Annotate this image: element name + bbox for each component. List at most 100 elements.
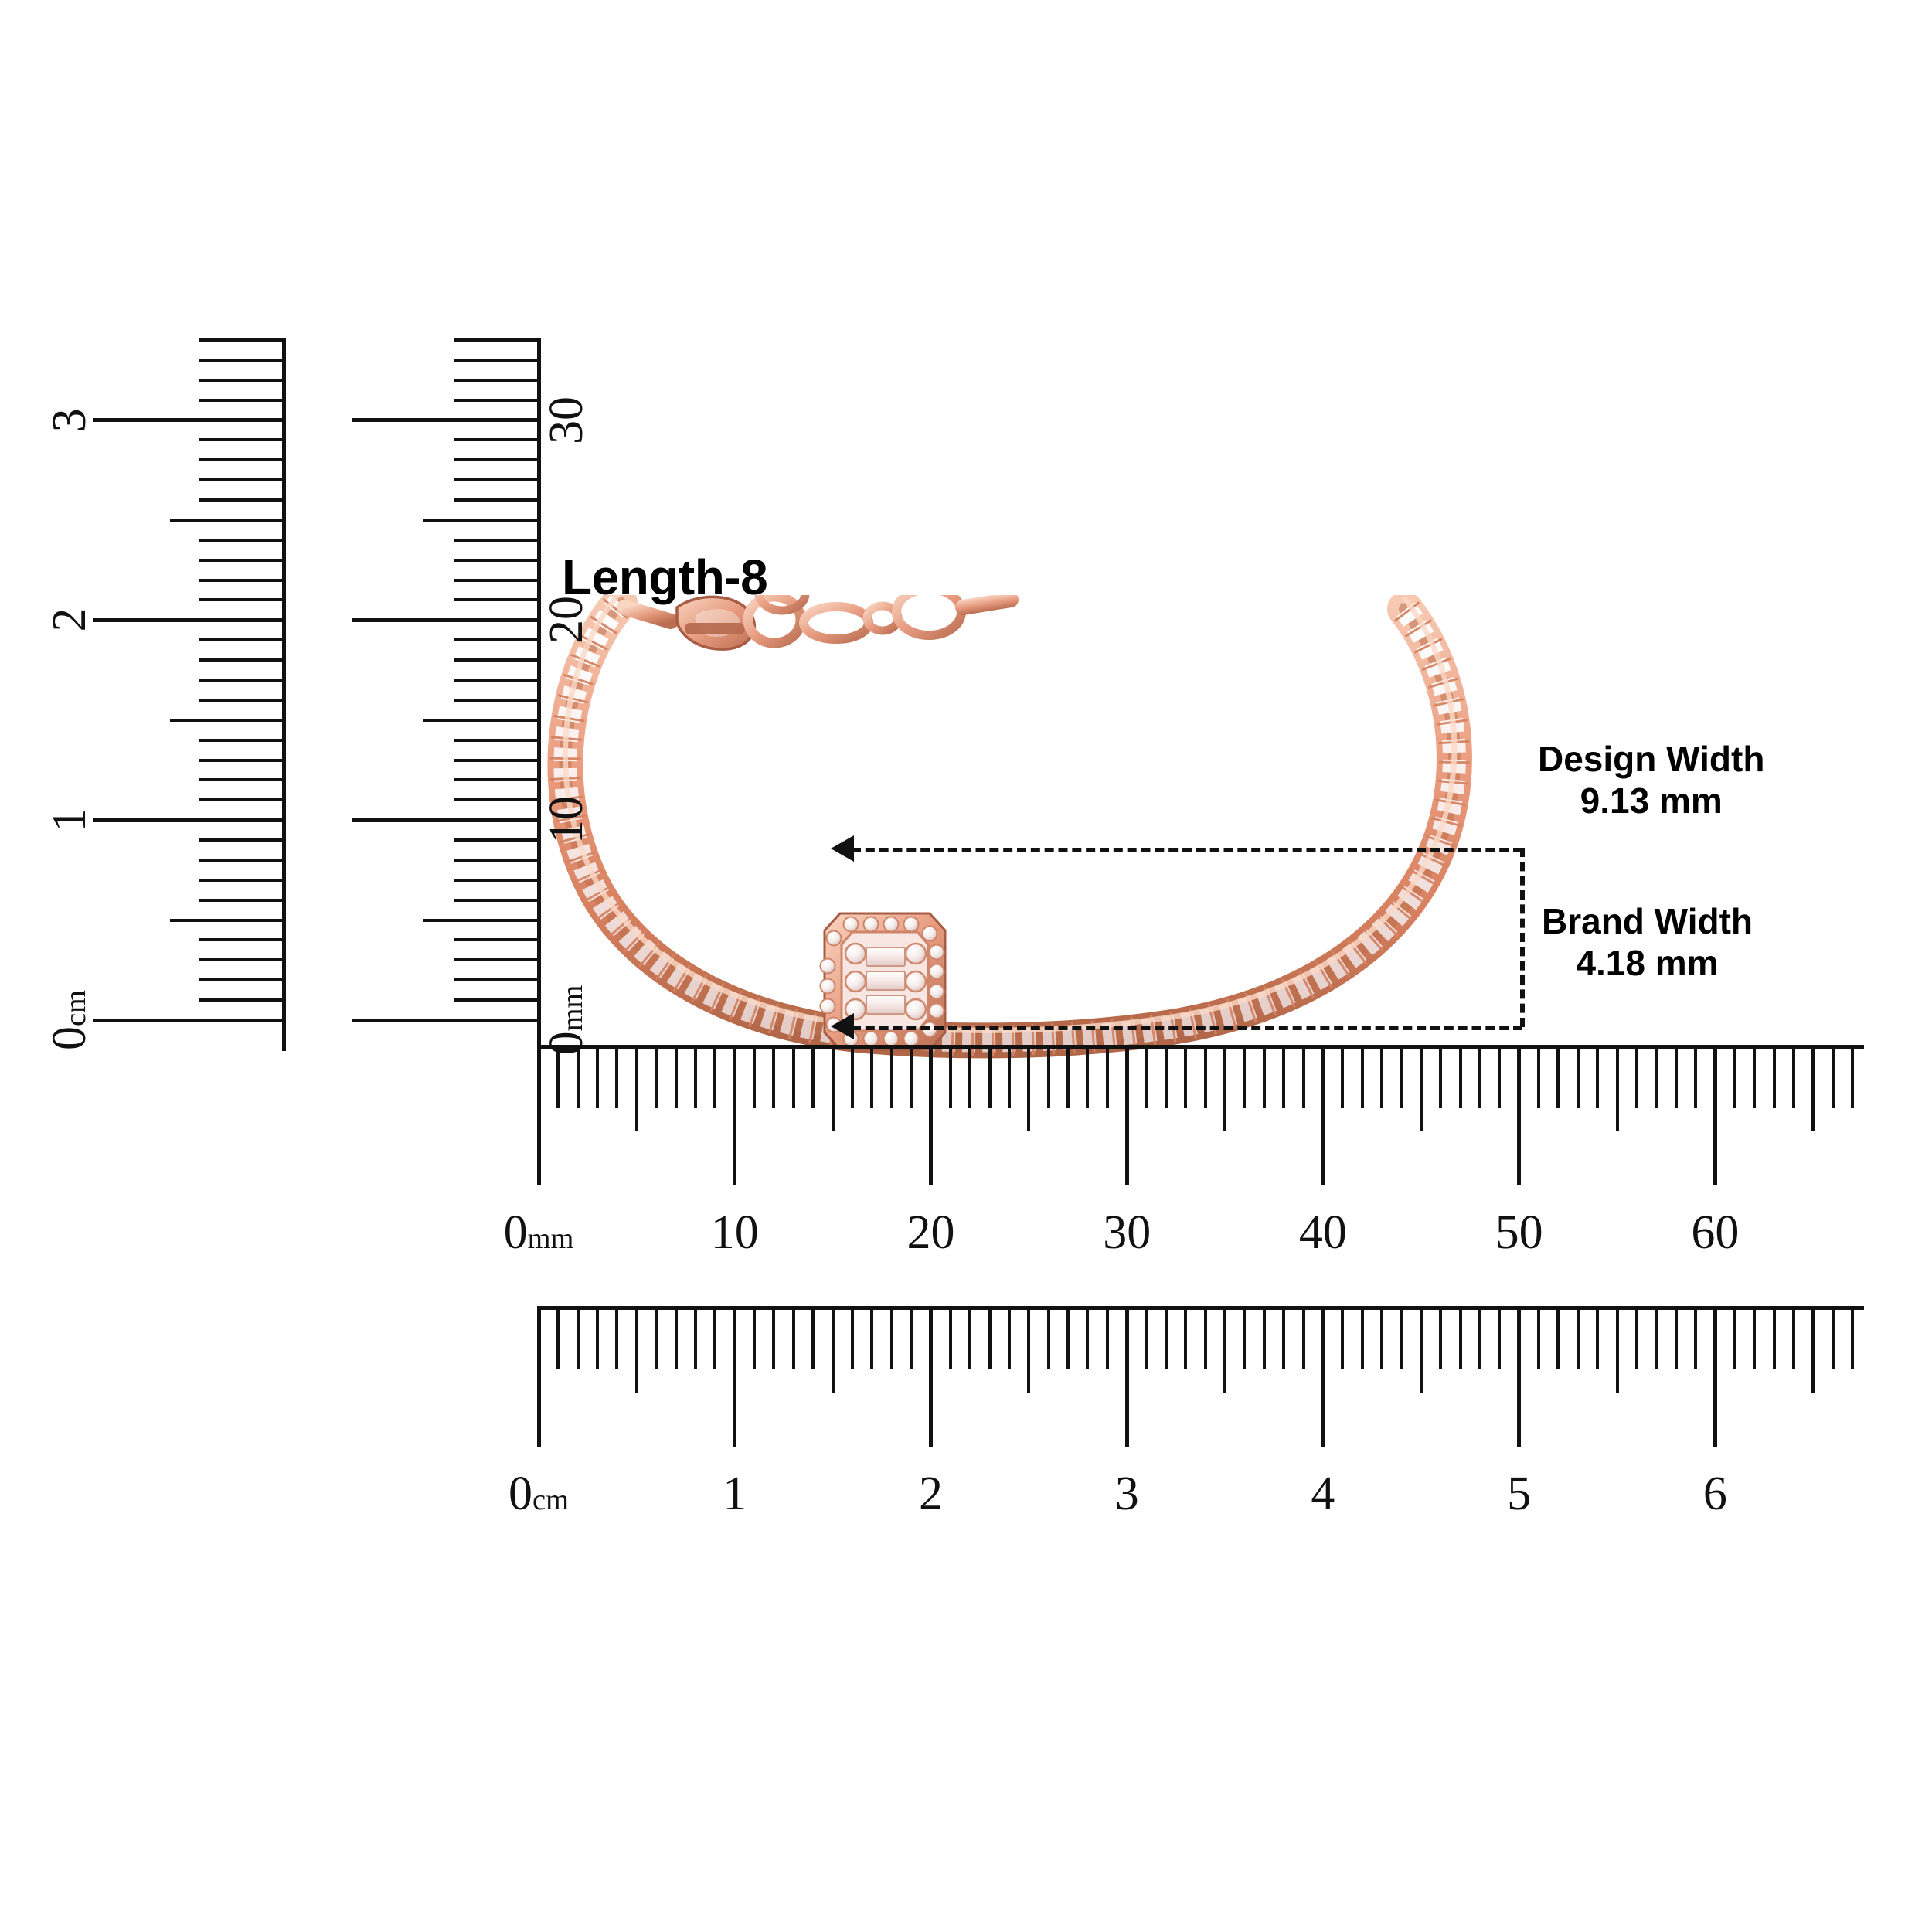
bracelet-illustration (533, 595, 1499, 1059)
ruler-minor-tick (1105, 1306, 1109, 1369)
ruler-label: 60 (1691, 1206, 1740, 1259)
ruler-minor-tick (1086, 1045, 1090, 1108)
ruler-minor-tick (1556, 1045, 1560, 1108)
ruler-minor-tick (454, 578, 541, 582)
ruler-minor-tick (454, 679, 541, 682)
ruler-minor-tick (556, 1306, 560, 1369)
ruler-half-tick (423, 718, 541, 722)
ruler-minor-tick (199, 638, 286, 642)
ruler-minor-tick (1772, 1306, 1776, 1369)
ruler-minor-tick (454, 458, 541, 462)
ruler-minor-tick (889, 1045, 893, 1108)
ruler-minor-tick (1400, 1045, 1403, 1108)
ruler-minor-tick (1478, 1045, 1481, 1108)
brand-width-value: 4.18 mm (1576, 943, 1719, 984)
ruler-major-tick (1124, 1306, 1129, 1447)
ruler-minor-tick (454, 958, 541, 962)
ruler-minor-tick (454, 378, 541, 382)
ruler-half-tick (1811, 1045, 1815, 1131)
ruler-minor-tick (596, 1306, 600, 1369)
ruler-minor-tick (454, 658, 541, 662)
brand-width-arrow-head (831, 1013, 854, 1039)
ruler-label: 3 (1114, 1468, 1139, 1520)
ruler-minor-tick (615, 1306, 619, 1369)
ruler-half-tick (1419, 1045, 1423, 1131)
ruler-minor-tick (850, 1306, 854, 1369)
ruler-minor-tick (988, 1045, 992, 1108)
ruler-minor-tick (850, 1045, 854, 1108)
ruler-minor-tick (772, 1306, 776, 1369)
ruler-label: 4 (1311, 1468, 1335, 1520)
ruler-major-tick (1321, 1045, 1325, 1185)
ruler-minor-tick (454, 778, 541, 782)
ruler-minor-tick (1596, 1045, 1600, 1108)
ruler-minor-tick (1007, 1045, 1011, 1108)
ruler-label: 1 (723, 1468, 747, 1520)
ruler-minor-tick (199, 738, 286, 742)
ruler-minor-tick (713, 1306, 717, 1369)
ruler-half-tick (831, 1306, 835, 1393)
horizontal-mm-ruler-spine (539, 1045, 1864, 1049)
ruler-minor-tick (199, 438, 286, 442)
ruler-half-tick (423, 918, 541, 922)
ruler-minor-tick (454, 558, 541, 562)
ruler-minor-tick (1791, 1045, 1795, 1108)
ruler-minor-tick (1301, 1045, 1305, 1108)
ruler-minor-tick (1674, 1045, 1678, 1108)
ruler-minor-tick (199, 598, 286, 602)
ruler-minor-tick (1791, 1306, 1795, 1369)
ruler-major-tick (536, 1045, 541, 1185)
ruler-minor-tick (1380, 1045, 1384, 1108)
ruler-minor-tick (1458, 1045, 1462, 1108)
design-width-guide-line (852, 848, 1522, 852)
ruler-minor-tick (1184, 1045, 1188, 1108)
clasp-end-link (617, 600, 679, 629)
ruler-major-tick (352, 418, 541, 423)
ruler-minor-tick (454, 898, 541, 902)
ruler-minor-tick (753, 1045, 757, 1108)
bracelet-band-highlight (565, 595, 1454, 1030)
extension-chain-link (892, 595, 966, 640)
ruler-minor-tick (1066, 1306, 1070, 1369)
ruler-minor-tick (199, 938, 286, 942)
ruler-label: 2 (918, 1468, 943, 1520)
ruler-minor-tick (753, 1306, 757, 1369)
ruler-half-tick (170, 718, 286, 722)
ruler-label: 30 (1103, 1206, 1151, 1259)
center-halo-station (819, 912, 947, 1051)
ruler-minor-tick (674, 1306, 678, 1369)
ruler-half-tick (1615, 1045, 1619, 1131)
ruler-minor-tick (199, 478, 286, 482)
design-width-arrow-head (831, 835, 854, 862)
ruler-label: 2 (43, 607, 96, 632)
ruler-minor-tick (1243, 1045, 1247, 1108)
ruler-major-tick (93, 617, 286, 622)
ruler-half-tick (1027, 1045, 1031, 1131)
ruler-minor-tick (556, 1045, 560, 1108)
ruler-minor-tick (199, 378, 286, 382)
ruler-half-tick (831, 1045, 835, 1131)
ruler-minor-tick (1380, 1306, 1384, 1369)
ruler-minor-tick (655, 1045, 658, 1108)
ruler-minor-tick (1066, 1045, 1070, 1108)
ruler-minor-tick (1145, 1306, 1148, 1369)
ruler-minor-tick (199, 858, 286, 862)
ruler-half-tick (1419, 1306, 1423, 1393)
ruler-minor-tick (1145, 1045, 1148, 1108)
ruler-minor-tick (1301, 1306, 1305, 1369)
ruler-minor-tick (910, 1045, 913, 1108)
ruler-minor-tick (948, 1045, 952, 1108)
ruler-minor-tick (199, 458, 286, 462)
ruler-minor-tick (454, 738, 541, 742)
ruler-major-tick (928, 1306, 933, 1447)
ruler-minor-tick (772, 1045, 776, 1108)
ruler-minor-tick (1655, 1045, 1658, 1108)
ruler-minor-tick (199, 358, 286, 362)
vertical-mm-ruler (352, 338, 541, 1051)
ruler-minor-tick (454, 498, 541, 502)
ruler-minor-tick (1596, 1306, 1600, 1369)
ruler-minor-tick (713, 1045, 717, 1108)
ruler-minor-tick (1262, 1045, 1266, 1108)
ruler-minor-tick (454, 478, 541, 482)
